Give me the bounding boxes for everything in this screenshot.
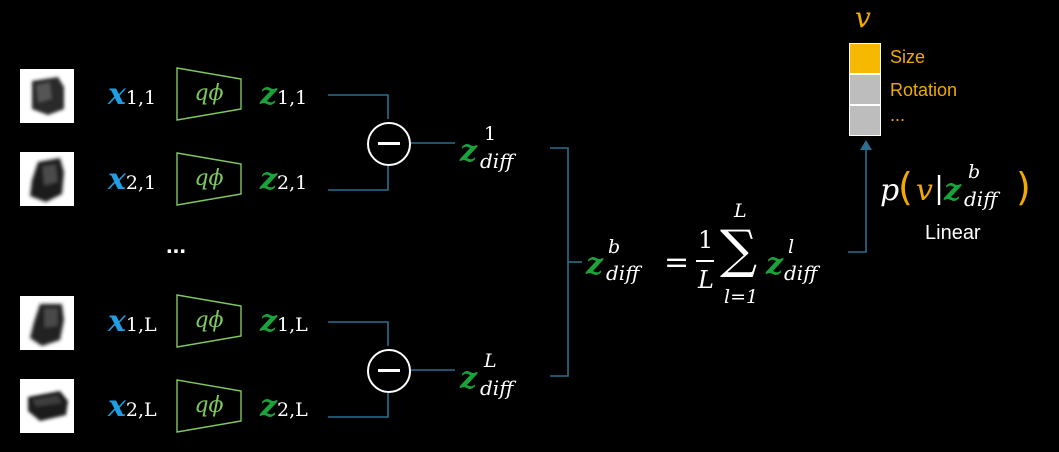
cls-v: v <box>916 173 933 208</box>
classifier-connector <box>848 148 867 253</box>
rows-ellipsis: ... <box>166 232 187 259</box>
connector-z2L <box>328 393 389 418</box>
encoder-label: qϕ <box>194 166 224 191</box>
z-label-1: z1,1 <box>260 77 308 112</box>
x-label-3: x1,L <box>108 304 157 339</box>
x-label-4: x2,L <box>108 389 157 424</box>
cls-z-main: z <box>944 173 962 208</box>
connector-z1L <box>328 321 389 346</box>
factor-label-rotation: Rotation <box>890 80 958 100</box>
agg-frac-bar <box>696 260 714 262</box>
encoder-label: qϕ <box>194 308 224 333</box>
encoder-3: qϕ <box>176 294 242 348</box>
cls-open-paren: ( <box>898 165 913 209</box>
z-diff-main: z <box>460 361 478 396</box>
factor-vector-label: v <box>855 1 871 34</box>
agg-rhs-main: z <box>766 247 784 282</box>
agg-lhs-main: z <box>586 247 604 282</box>
z-label-2: z2,1 <box>260 162 308 197</box>
agg-sum-top: L <box>734 200 747 222</box>
agg-sum-symbol: ∑ <box>720 220 758 280</box>
classifier-type-label: Linear <box>925 222 981 244</box>
connector-z21 <box>328 166 389 191</box>
chair-thumbnail-2 <box>20 152 74 206</box>
z-diff-sup: L <box>484 350 497 372</box>
agg-sum-bottom: l=1 <box>724 286 759 308</box>
agg-frac-num: 1 <box>698 226 714 254</box>
z-diff-sub: diff <box>480 376 514 400</box>
encoder-label: qϕ <box>194 393 224 418</box>
factor-cell-size <box>849 43 881 74</box>
cls-z-sub: diff <box>964 187 998 211</box>
chair-thumbnail-1 <box>20 69 74 123</box>
encoder-1: qϕ <box>176 67 242 121</box>
agg-frac-den: L <box>698 266 714 294</box>
z-label-4: z2,L <box>260 389 308 424</box>
z-diff-main: z <box>460 134 478 169</box>
factor-cell-rotation <box>849 74 881 105</box>
factor-cell-more <box>849 105 881 136</box>
subtract-operator-2 <box>367 349 411 393</box>
cls-p: p <box>880 173 900 208</box>
z-diff-sub: diff <box>480 149 514 173</box>
classifier-arrow <box>860 140 872 150</box>
factor-label-more: ... <box>890 105 906 125</box>
encoder-4: qϕ <box>176 379 242 433</box>
cls-close-paren: ) <box>1016 165 1031 209</box>
cls-z-sup: b <box>968 161 981 183</box>
x-label-1: x1,1 <box>108 77 157 112</box>
classifier-formula: p ( v | z b diff ) <box>880 162 1050 214</box>
z-label-3: z1,L <box>260 304 308 339</box>
merge-bracket <box>550 147 569 377</box>
cls-bar: | <box>934 171 945 206</box>
agg-lhs-sup: b <box>608 236 621 258</box>
agg-rhs-sub: diff <box>784 261 818 285</box>
chair-thumbnail-4 <box>20 379 74 433</box>
z-diff-sup: 1 <box>484 123 497 145</box>
chair-thumbnail-3 <box>20 296 74 350</box>
factor-label-size: Size <box>890 47 926 67</box>
encoder-2: qϕ <box>176 152 242 206</box>
encoder-label: qϕ <box>194 81 224 106</box>
subtract-operator-1 <box>367 122 411 166</box>
agg-rhs-sup: l <box>788 236 795 258</box>
connector-z11 <box>328 94 389 119</box>
x-label-2: x2,1 <box>108 162 157 197</box>
aggregate-equation: z b diff = 1 L L ∑ l=1 z l diff <box>586 202 848 318</box>
agg-lhs-sub: diff <box>606 261 640 285</box>
agg-equals: = <box>664 245 690 280</box>
